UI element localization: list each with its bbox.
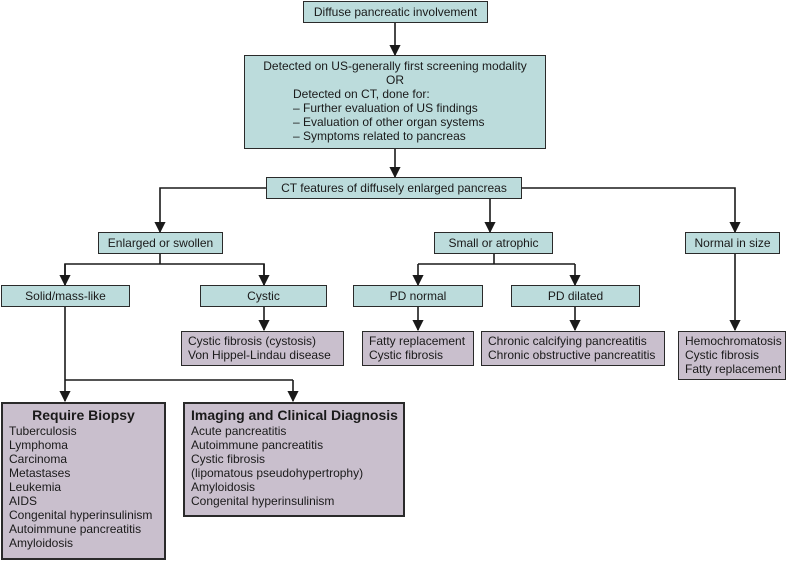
biopsy-item: Congenital hyperinsulinism [9,508,153,522]
cystic-results-node: Cystic fibrosis (cystosis) Von Hippel-Li… [181,331,344,366]
biopsy-item: Amyloidosis [9,536,74,550]
result-item: Cystic fibrosis [369,348,444,362]
detection-or-text: OR [386,73,404,87]
result-item: Hemochromatosis [685,334,782,348]
result-item: Fatty replacement [685,362,782,376]
imaging-item: Amyloidosis [191,480,256,494]
imaging-item: Acute pancreatitis [191,424,287,438]
root-node: Diffuse pancreatic involvement [303,1,488,23]
result-item: Fatty replacement [369,334,466,348]
biopsy-node: Require Biopsy Tuberculosis Lymphoma Car… [1,402,166,560]
branch-enlarged [64,263,265,285]
imaging-title: Imaging and Clinical Diagnosis [191,407,398,423]
imaging-item: (lipomatous pseudohypertrophy) [191,466,364,480]
detection-us-text: Detected on US-generally first screening… [263,59,527,73]
normal-size-node: Normal in size [685,232,780,254]
result-item: Cystic fibrosis [685,348,760,362]
result-item: Chronic obstructive pancreatitis [488,348,656,362]
enlarged-node: Enlarged or swollen [98,232,223,254]
detection-node: Detected on US-generally first screening… [244,55,546,149]
normal-results-node: Hemochromatosis Cystic fibrosis Fatty re… [678,331,786,380]
imaging-item: Autoimmune pancreatitis [191,438,324,452]
imaging-item: Cystic fibrosis [191,452,266,466]
biopsy-item: Lymphoma [9,438,68,452]
pd-dilated-label: PD dilated [547,289,604,303]
imaging-node: Imaging and Clinical Diagnosis Acute pan… [183,402,405,517]
detection-bullet: – Evaluation of other organ systems [293,115,485,129]
normal-size-label: Normal in size [694,236,771,250]
result-item: Cystic fibrosis (cystosis) [188,334,317,348]
result-item: Von Hippel-Lindau disease [188,348,331,362]
arrow-ct-to-enlarged [154,187,266,234]
cystic-node: Cystic [200,285,327,307]
pd-normal-label: PD normal [389,289,447,303]
detection-bullet: – Further evaluation of US findings [293,101,478,115]
solid-node: Solid/mass-like [1,285,130,307]
small-node: Small or atrophic [434,232,553,254]
cystic-label: Cystic [247,289,280,303]
detection-ct-text: Detected on CT, done for: [293,87,430,101]
pd-normal-node: PD normal [353,285,483,307]
biopsy-item: Leukemia [9,480,62,494]
pd-normal-results-node: Fatty replacement Cystic fibrosis [362,331,474,366]
arrow-ct-to-normal [521,187,741,234]
pd-dilated-results-node: Chronic calcifying pancreatitis Chronic … [481,331,665,366]
biopsy-item: Autoimmune pancreatitis [9,522,142,536]
small-label: Small or atrophic [448,236,539,250]
enlarged-label: Enlarged or swollen [107,236,214,250]
solid-label: Solid/mass-like [25,289,106,303]
biopsy-item: Carcinoma [9,452,68,466]
root-label: Diffuse pancreatic involvement [313,5,478,19]
biopsy-item: Tuberculosis [9,424,77,438]
imaging-item: Congenital hyperinsulinism [191,494,335,508]
ct-features-label: CT features of diffusely enlarged pancre… [281,181,507,195]
biopsy-item: Metastases [9,466,71,480]
biopsy-title: Require Biopsy [32,407,135,423]
biopsy-item: AIDS [9,494,38,508]
result-item: Chronic calcifying pancreatitis [488,334,647,348]
ct-features-node: CT features of diffusely enlarged pancre… [266,177,522,199]
detection-bullet: – Symptoms related to pancreas [293,129,466,143]
pd-dilated-node: PD dilated [511,285,640,307]
